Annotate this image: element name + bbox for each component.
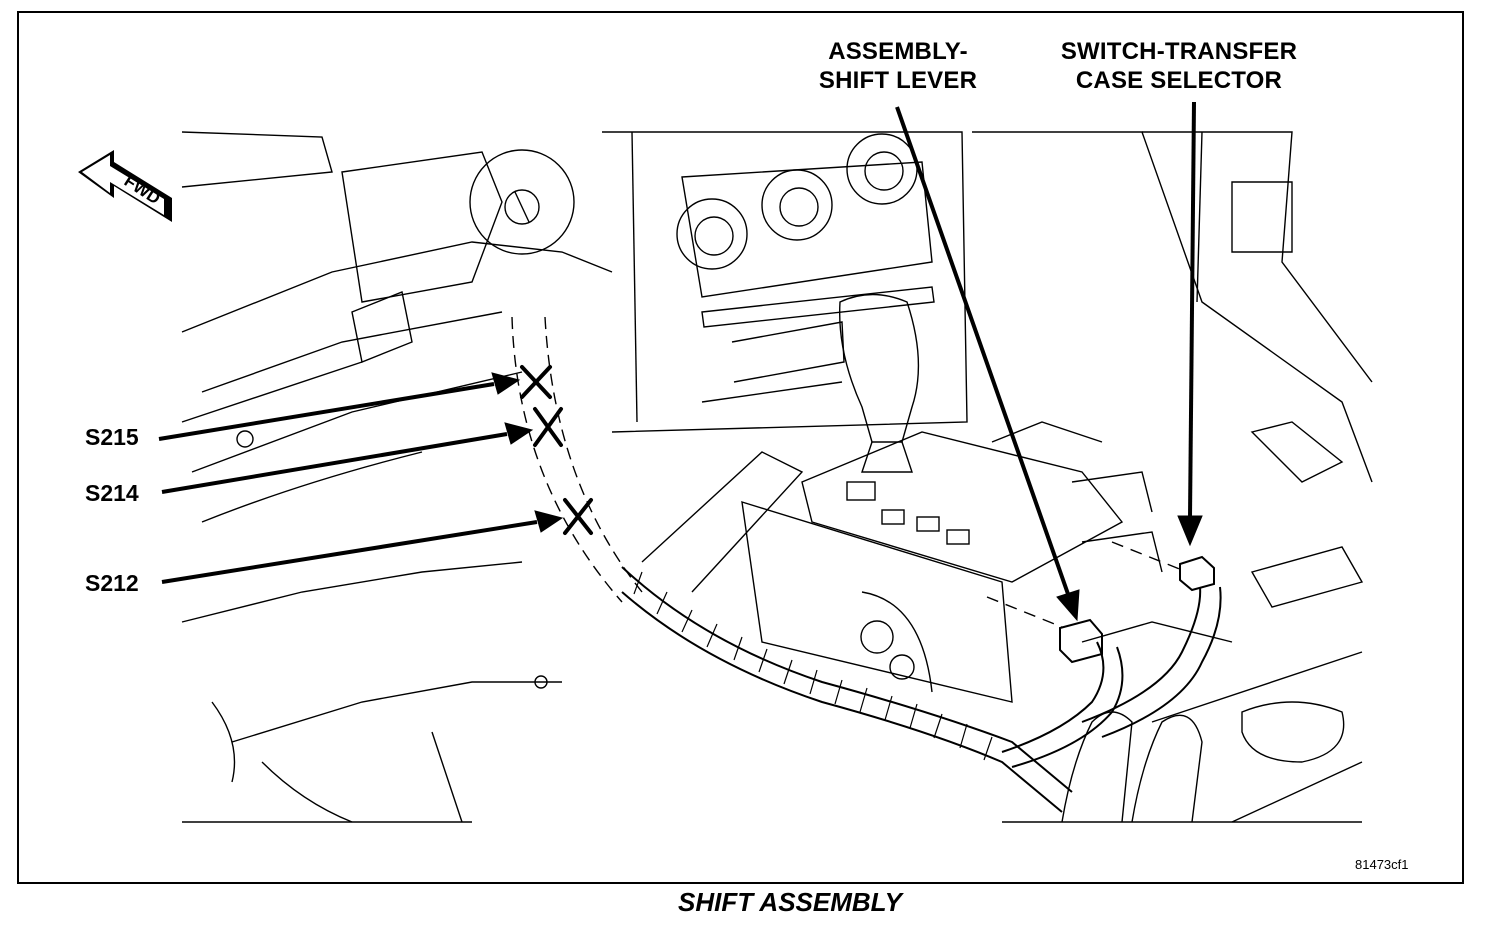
callout-transfer-switch-line-1: SWITCH-TRANSFER [1060, 38, 1298, 65]
label-s212: S212 [85, 570, 139, 596]
arrow-s215 [158, 382, 495, 441]
callout-transfer-switch: SWITCH-TRANSFER CASE SELECTOR [1042, 37, 1316, 95]
callout-transfer-switch-line-2: CASE SELECTOR [1075, 67, 1283, 94]
arrow-s214 [161, 432, 508, 494]
arrow-shift-lever [895, 106, 1070, 595]
vehicle-interior-drawing [181, 131, 1373, 823]
callout-shift-lever-line-2: SHIFT LEVER [818, 67, 978, 94]
arrow-s212 [161, 520, 538, 584]
connector-marks [520, 365, 593, 535]
label-s215: S215 [85, 424, 139, 450]
arrowhead-shift-lever [1056, 589, 1080, 622]
diagram-frame: FWD [17, 11, 1464, 884]
line-art: FWD [78, 101, 1373, 823]
fwd-arrow-icon: FWD [78, 150, 172, 222]
label-s214: S214 [85, 480, 139, 506]
figure-id: 81473cf1 [1355, 857, 1409, 872]
callout-shift-lever-line-1: ASSEMBLY- [828, 38, 968, 65]
callout-shift-lever: ASSEMBLY- SHIFT LEVER [808, 37, 988, 95]
arrowhead-transfer-switch [1177, 515, 1203, 547]
arrowhead-s212 [534, 510, 564, 533]
arrowhead-s214 [504, 422, 534, 445]
leader-arrows [158, 101, 1203, 622]
arrow-transfer-switch [1188, 101, 1196, 518]
arrowhead-s215 [491, 372, 521, 395]
figure-caption: SHIFT ASSEMBLY [678, 887, 902, 917]
